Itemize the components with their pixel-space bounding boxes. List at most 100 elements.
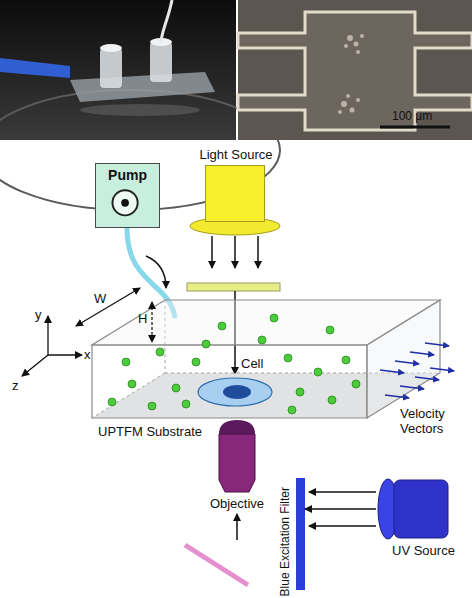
drawing-part (342, 356, 350, 364)
drawing-part (92, 373, 165, 418)
node-outline (217, 420, 257, 492)
pump-dial (112, 190, 137, 215)
excitation-filter: Blue Excitation Filter (296, 478, 305, 590)
node-label: Objective (197, 496, 277, 511)
drawing-part (218, 322, 226, 330)
drawing-part (0, 0, 236, 140)
node-label: Blue Excitation Filter (278, 487, 293, 596)
drawing-part (347, 35, 353, 41)
node-outline (206, 166, 264, 221)
drawing-part (234, 236, 236, 268)
uv-rays (309, 492, 376, 526)
drawing-part (415, 377, 439, 380)
drawing-part (257, 236, 259, 268)
drawing-part (108, 398, 116, 406)
drawing-part (425, 343, 449, 346)
drawing-part (354, 42, 359, 47)
dichroic-mirror (185, 545, 248, 585)
drawing-part (367, 300, 440, 418)
objective-body (219, 434, 255, 492)
drawing-part (400, 386, 424, 389)
drawing-part (202, 340, 210, 348)
drawing-part (314, 368, 322, 376)
drawing-part (148, 402, 156, 410)
drawing-part (344, 44, 348, 48)
drawing-part (238, 12, 472, 130)
uv-source: UV Source (376, 478, 448, 540)
node-outline (296, 478, 305, 590)
drawing-part (48, 354, 82, 355)
node-outline (197, 377, 273, 407)
drawing-part (360, 34, 364, 38)
light-rays (212, 236, 258, 268)
dimension-label: W (94, 291, 106, 306)
drawing-part (100, 48, 122, 88)
pump-dot (121, 199, 129, 207)
drawing-part (161, 0, 172, 42)
node-label: Cell (241, 356, 263, 371)
micrograph-photo (238, 0, 472, 140)
objective-cap (219, 420, 255, 434)
drawing-part (238, 0, 472, 140)
part-label: Velocity Vectors (400, 406, 468, 436)
drawing-part (430, 368, 454, 371)
axis-label: z (12, 378, 19, 393)
drawing-part (211, 236, 213, 268)
height-dimension (151, 302, 152, 342)
width-dimension (76, 288, 140, 326)
microchannel (92, 300, 440, 418)
drawing-part (395, 361, 419, 364)
drawing-part (258, 336, 266, 344)
drawing-part (70, 72, 215, 102)
drawing-part (182, 400, 190, 408)
node-label: UV Source (392, 543, 455, 558)
drawing-part (350, 108, 355, 113)
drawing-part (0, 58, 70, 78)
cell-nucleus (223, 385, 251, 399)
drawing-part (380, 126, 450, 129)
pump-box: Pump (95, 163, 160, 228)
drawing-part (80, 104, 200, 116)
connector-arrow (305, 508, 376, 510)
light-filter (187, 283, 280, 291)
tracer-particles (108, 314, 360, 414)
drawing-part (192, 358, 200, 366)
cell-ellipse: Cell (197, 377, 273, 407)
node-label: Pump (96, 168, 159, 183)
drawing-part (156, 348, 164, 356)
flow-arrow (146, 256, 166, 288)
drawing-part (309, 525, 376, 527)
drawing-part (150, 42, 172, 82)
drawing-part (356, 50, 360, 54)
axis-label: x (84, 347, 91, 362)
node-label: Light Source (186, 147, 286, 162)
drawing-part (309, 491, 376, 493)
drawing-part (122, 358, 130, 366)
velocity-arrows (380, 343, 454, 398)
scale-bar-label: 100 μm (392, 109, 432, 124)
drawing-part (338, 110, 342, 114)
drawing-part (92, 345, 367, 418)
light-source-box: Light Source (205, 165, 265, 222)
drawing-part (288, 406, 296, 414)
drawing-part (385, 395, 409, 398)
drawing-part (346, 94, 350, 98)
uv-housing (394, 480, 448, 538)
drawing-part (338, 34, 364, 114)
drawing-part (356, 98, 360, 102)
drawing-part (352, 380, 360, 388)
cell-body (198, 378, 272, 406)
drawing-part (341, 101, 347, 107)
drawing-part (270, 314, 278, 322)
drawing-part (47, 316, 48, 355)
part-label: UPTFM Substrate (98, 424, 202, 439)
drawing-part (410, 352, 434, 355)
axis-label: y (35, 307, 42, 322)
dimension-label: H (138, 311, 147, 326)
drawing-part (172, 384, 180, 392)
drawing-part (380, 370, 404, 373)
drawing-part (22, 355, 48, 376)
drawing-part (296, 388, 304, 396)
